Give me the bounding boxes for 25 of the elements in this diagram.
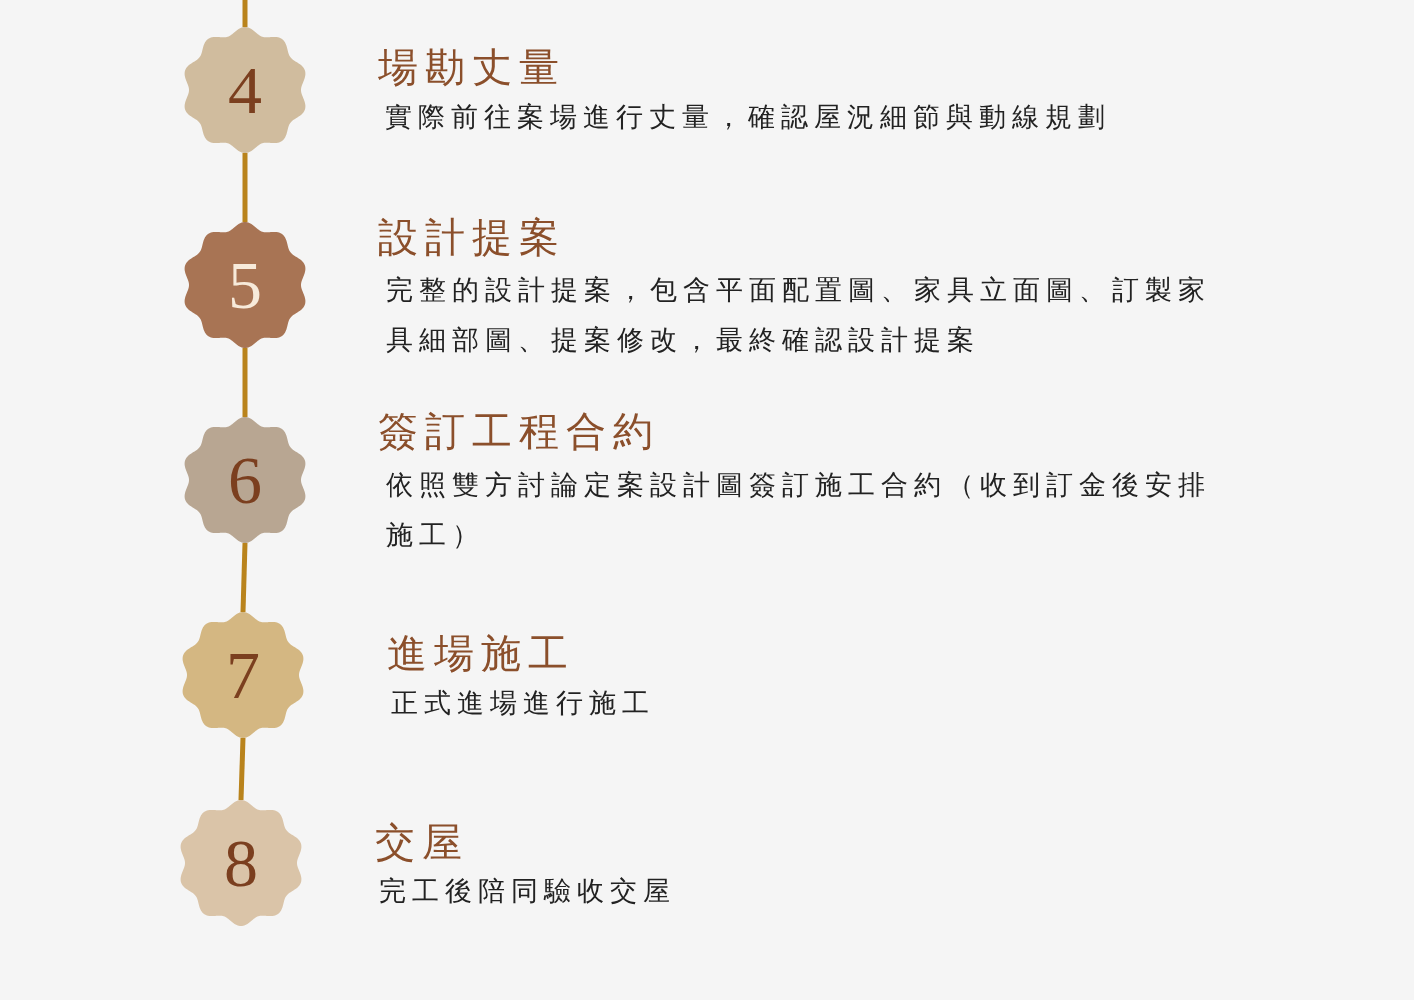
step-heading: 場勘丈量 (378, 43, 566, 91)
step-badge (182, 27, 308, 153)
step-heading: 簽訂工程合約 (378, 407, 660, 455)
step-description: 正式進場進行施工 (391, 686, 655, 720)
step-number: 8 (224, 829, 258, 897)
connector-line (242, 348, 248, 417)
step-description: 依照雙方討論定案設計圖簽訂施工合約（收到訂金後安排施工） (386, 468, 1212, 552)
step-heading: 設計提案 (378, 213, 566, 261)
step-description: 實際前往案場進行丈量，確認屋況細節與動線規劃 (385, 100, 1111, 134)
step-heading: 進場施工 (387, 629, 575, 677)
step-number: 4 (228, 56, 262, 124)
step-heading: 交屋 (375, 818, 469, 866)
connector-line (240, 542, 248, 613)
step-badge (178, 800, 304, 926)
connector-line (242, 0, 248, 27)
step-number: 6 (228, 446, 262, 514)
step-badge (182, 417, 308, 543)
connector-line (242, 153, 248, 222)
connector-line (238, 737, 246, 801)
step-description: 完工後陪同驗收交屋 (379, 874, 676, 908)
step-description: 完整的設計提案，包含平面配置圖、家具立面圖、訂製家具細部圖、提案修改，最終確認設計提案 (386, 273, 1212, 357)
step-number: 7 (226, 641, 260, 709)
step-badge (182, 222, 308, 348)
step-badge (180, 612, 306, 738)
step-number: 5 (228, 251, 262, 319)
